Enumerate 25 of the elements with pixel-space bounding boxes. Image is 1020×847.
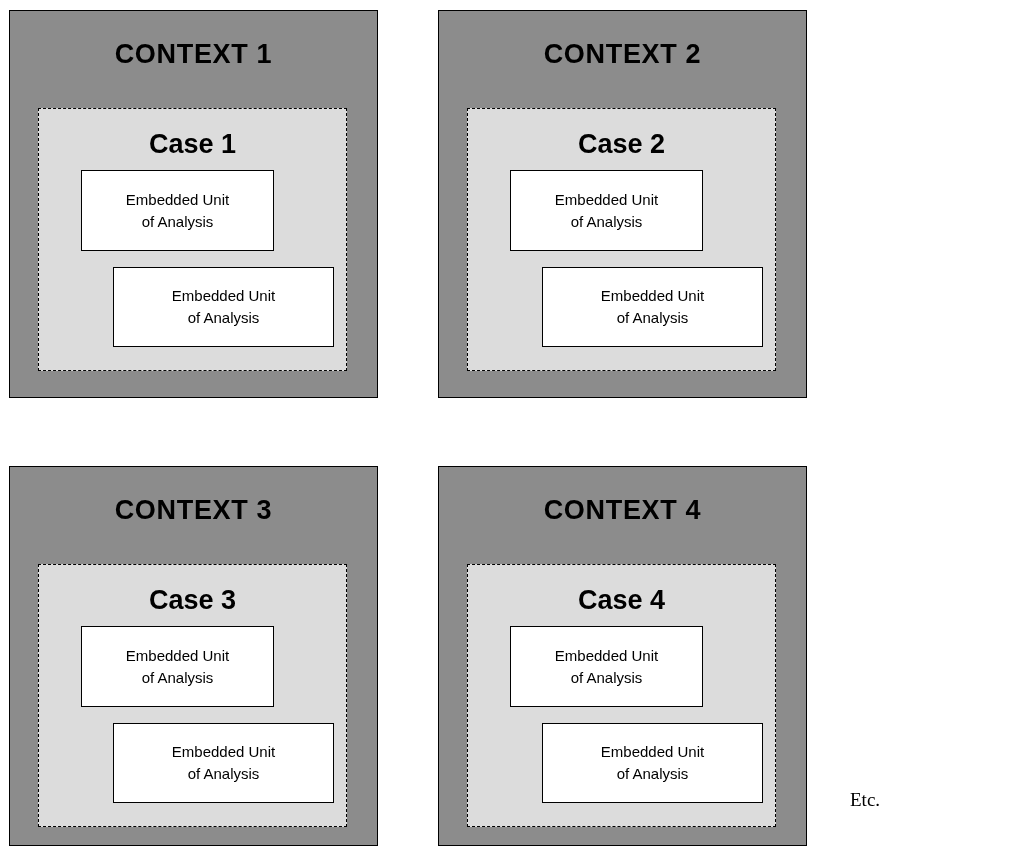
- unit-label: Embedded Unit of Analysis: [170, 742, 277, 784]
- unit-label: Embedded Unit of Analysis: [553, 645, 660, 688]
- context-title: CONTEXT 2: [542, 41, 703, 68]
- case-title: Case 3: [147, 587, 238, 614]
- case-box: [467, 564, 776, 827]
- case-box: [38, 108, 347, 371]
- unit-label: Embedded Unit of Analysis: [170, 286, 277, 328]
- context-title: CONTEXT 1: [113, 41, 274, 68]
- context-title: CONTEXT 3: [113, 497, 274, 524]
- unit-label: Embedded Unit of Analysis: [124, 189, 231, 232]
- case-title: Case 4: [576, 587, 667, 614]
- context-box: [438, 10, 807, 398]
- note-text: Etc.: [850, 788, 881, 812]
- case-title: Case 2: [576, 131, 667, 158]
- case-box: [38, 564, 347, 827]
- unit-label: Embedded Unit of Analysis: [599, 286, 706, 328]
- case-title: Case 1: [147, 131, 238, 158]
- unit-label: Embedded Unit of Analysis: [124, 645, 231, 688]
- case-box: [467, 108, 776, 371]
- context-box: [9, 10, 378, 398]
- context-title: CONTEXT 4: [542, 497, 703, 524]
- context-box: [9, 466, 378, 846]
- unit-label: Embedded Unit of Analysis: [599, 742, 706, 784]
- unit-label: Embedded Unit of Analysis: [553, 189, 660, 232]
- context-box: [438, 466, 807, 846]
